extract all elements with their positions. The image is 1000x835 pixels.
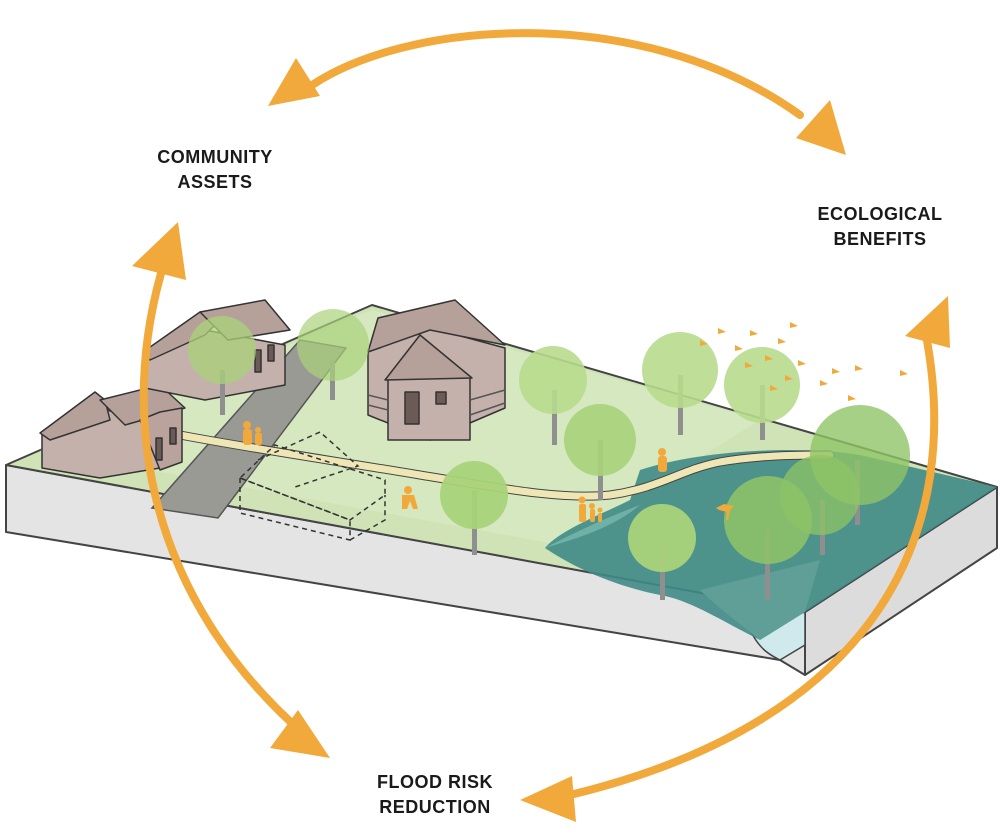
heron-figure	[716, 504, 734, 520]
arrowheads	[132, 58, 950, 822]
arrow-ecological-flood	[566, 326, 939, 799]
birds	[700, 322, 908, 401]
person-figure	[578, 496, 603, 522]
cycle-arrows	[139, 29, 939, 799]
removed-house-outline	[238, 431, 386, 541]
tree	[780, 455, 860, 555]
person-figure	[243, 421, 262, 445]
flood-risk-reduction-label: FLOOD RISK REDUCTION	[340, 770, 530, 820]
ecological-benefits-line1: ECOLOGICAL	[817, 204, 943, 224]
tree	[440, 461, 508, 555]
house-left-front	[39, 384, 186, 479]
tree	[564, 404, 636, 500]
tree	[628, 504, 696, 600]
arrowhead	[520, 776, 576, 822]
community-assets-line1: COMMUNITY	[157, 147, 273, 167]
ecological-benefits-label: ECOLOGICAL BENEFITS	[795, 202, 965, 252]
community-assets-line2: ASSETS	[177, 172, 253, 192]
tree	[519, 346, 587, 445]
arrowhead	[905, 296, 950, 348]
person-figure	[658, 448, 667, 472]
tree	[297, 309, 369, 400]
tree	[642, 332, 718, 435]
arrow-community-flood	[139, 256, 309, 739]
arrowhead	[132, 222, 186, 280]
community-assets-label: COMMUNITY ASSETS	[130, 145, 300, 195]
tree	[188, 316, 256, 415]
person-figure	[402, 486, 418, 509]
ecological-benefits-line2: BENEFITS	[833, 229, 927, 249]
arrowhead	[268, 58, 320, 106]
trees	[188, 309, 910, 600]
house-center	[367, 299, 506, 441]
people	[243, 421, 734, 522]
arrowhead	[796, 100, 846, 155]
flood-risk-reduction-line2: REDUCTION	[379, 797, 491, 817]
flood-risk-reduction-line1: FLOOD RISK	[377, 772, 493, 792]
tree	[724, 347, 800, 440]
arrowhead	[270, 710, 330, 758]
arrow-community-ecological	[301, 29, 804, 119]
